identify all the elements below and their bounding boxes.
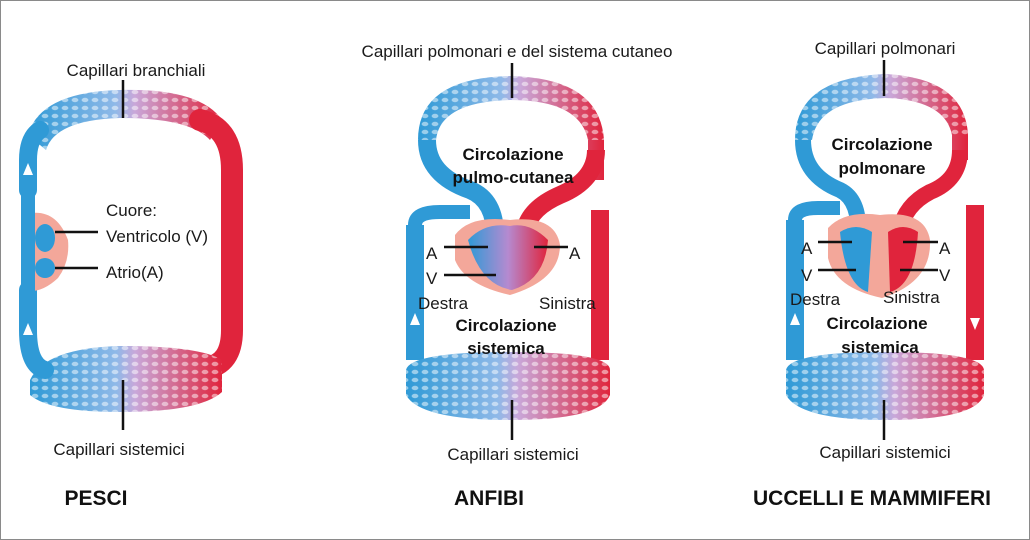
bird-v-left: V bbox=[801, 266, 813, 285]
amphibian-upper-circ-line2: pulmo-cutanea bbox=[453, 168, 574, 187]
amphibian-title: ANFIBI bbox=[454, 487, 524, 510]
amphibian-top-label: Capillari polmonari e del sistema cutane… bbox=[362, 42, 673, 61]
fish-atrium-label: Atrio(A) bbox=[106, 263, 164, 282]
bird-lower-circ-line2: sistemica bbox=[841, 338, 919, 357]
bird-upper-circ-line1: Circolazione bbox=[831, 135, 932, 154]
fish-heart-label: Cuore: bbox=[106, 201, 157, 220]
amphibian-a-left: A bbox=[426, 244, 438, 263]
fish-title: PESCI bbox=[64, 487, 127, 510]
amphibian-left-side: Sinistra bbox=[539, 294, 596, 313]
fish-flow-arrow-down-2 bbox=[211, 318, 221, 330]
fish-bottom-label: Capillari sistemici bbox=[53, 440, 184, 459]
bird-top-label: Capillari polmonari bbox=[815, 39, 956, 58]
bird-v-right: V bbox=[939, 266, 951, 285]
bird-bottom-label: Capillari sistemici bbox=[819, 443, 950, 462]
bird-a-right: A bbox=[939, 239, 951, 258]
amphibian-right-side: Destra bbox=[418, 294, 469, 313]
bird-lower-circ-line1: Circolazione bbox=[826, 314, 927, 333]
fish-flow-arrow-down-1 bbox=[211, 178, 221, 190]
amphibian-v-left: V bbox=[426, 269, 438, 288]
amphibian-lower-circ-line1: Circolazione bbox=[455, 316, 556, 335]
amphibian-bottom-label: Capillari sistemici bbox=[447, 445, 578, 464]
bird-title: UCCELLI E MAMMIFERI bbox=[753, 487, 991, 510]
amphibian-upper-circ-line1: Circolazione bbox=[462, 145, 563, 164]
amphibian-circuit bbox=[406, 63, 610, 440]
bird-upper-circ-line2: polmonare bbox=[839, 159, 926, 178]
fish-top-label: Capillari branchiali bbox=[67, 61, 206, 80]
amphibian-lower-circ-line2: sistemica bbox=[467, 339, 545, 358]
fish-circuit bbox=[19, 80, 243, 430]
bird-a-left: A bbox=[801, 239, 813, 258]
bird-right-side: Destra bbox=[790, 290, 841, 309]
amphibian-a-right: A bbox=[569, 244, 581, 263]
bird-mammal-circuit bbox=[786, 60, 984, 440]
fish-ventricle-label: Ventricolo (V) bbox=[106, 227, 208, 246]
bird-left-side: Sinistra bbox=[883, 288, 940, 307]
